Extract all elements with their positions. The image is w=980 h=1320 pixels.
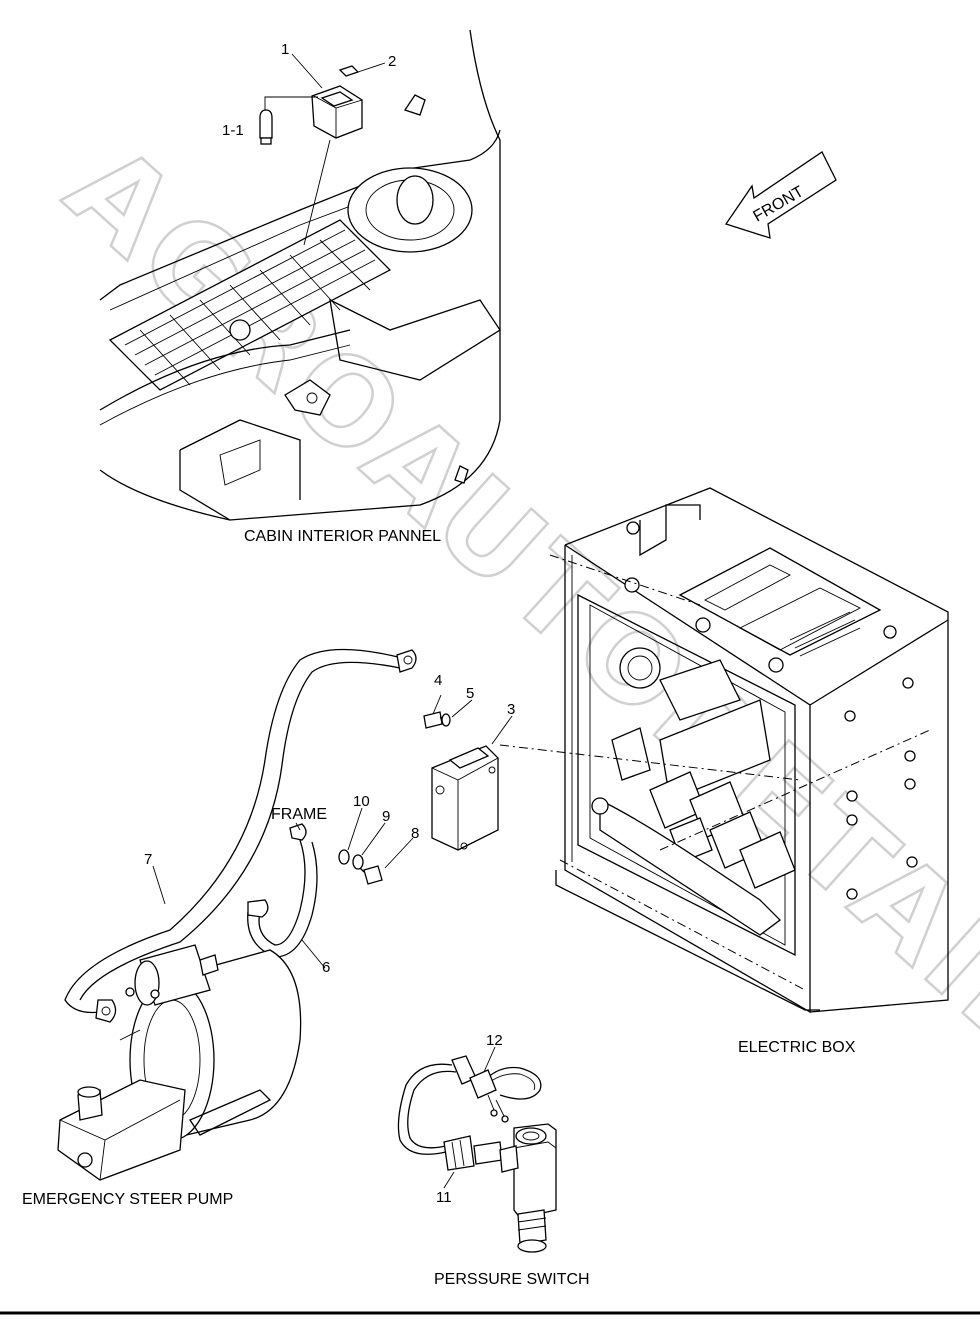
callout-8: 8: [411, 825, 419, 842]
cabin-interior-panel-drawing: [99, 29, 501, 521]
callout-1-1: 1-1: [222, 122, 244, 139]
steer-pump-label: EMERGENCY STEER PUMP: [22, 1191, 233, 1208]
callout-5: 5: [466, 685, 474, 702]
cabin-leaders: [264, 53, 386, 246]
washer-10: [338, 849, 350, 865]
bulb: [259, 109, 273, 145]
washer-5: [441, 713, 451, 727]
bolt-4: [423, 711, 449, 729]
pressure-switch-drawing: [397, 1055, 557, 1253]
module-3: [431, 745, 499, 851]
washer-9: [352, 854, 364, 870]
callout-11: 11: [436, 1189, 452, 1206]
callout-12: 12: [486, 1032, 503, 1049]
watermark: AGROAUTODETAILER.RU: [40, 117, 980, 1320]
cable-7: [64, 648, 417, 1023]
watermark-text: AGROAUTODETAILER.RU: [41, 118, 980, 1320]
callout-2: 2: [388, 53, 396, 70]
callout-7: 7: [144, 851, 152, 868]
frame-label: FRAME: [271, 806, 327, 823]
callout-9: 9: [382, 808, 390, 825]
cabin-panel-label: CABIN INTERIOR PANNEL: [244, 528, 441, 545]
front-arrow: FRONT: [724, 151, 837, 239]
electric-box-drawing: [499, 487, 949, 1014]
callout-6: 6: [322, 959, 330, 976]
callout-3: 3: [507, 701, 515, 718]
vent-grille: [108, 219, 392, 391]
bolt-8: [357, 865, 383, 885]
relays: [649, 771, 796, 889]
electric-box-label: ELECTRIC BOX: [738, 1039, 856, 1056]
parts-leaders: [152, 694, 513, 969]
callout-1: 1: [281, 41, 289, 58]
callout-4: 4: [434, 672, 442, 689]
pressure-switch-label: PERSSURE SWITCH: [434, 1271, 590, 1288]
cup-holder: [347, 167, 473, 253]
steer-pump-drawing: [57, 944, 302, 1181]
cable-6: [247, 823, 318, 958]
rocker-switch: [311, 65, 363, 139]
callout-10: 10: [353, 793, 370, 810]
box-bolts: [624, 521, 918, 900]
pressure-leaders: [443, 1046, 496, 1189]
